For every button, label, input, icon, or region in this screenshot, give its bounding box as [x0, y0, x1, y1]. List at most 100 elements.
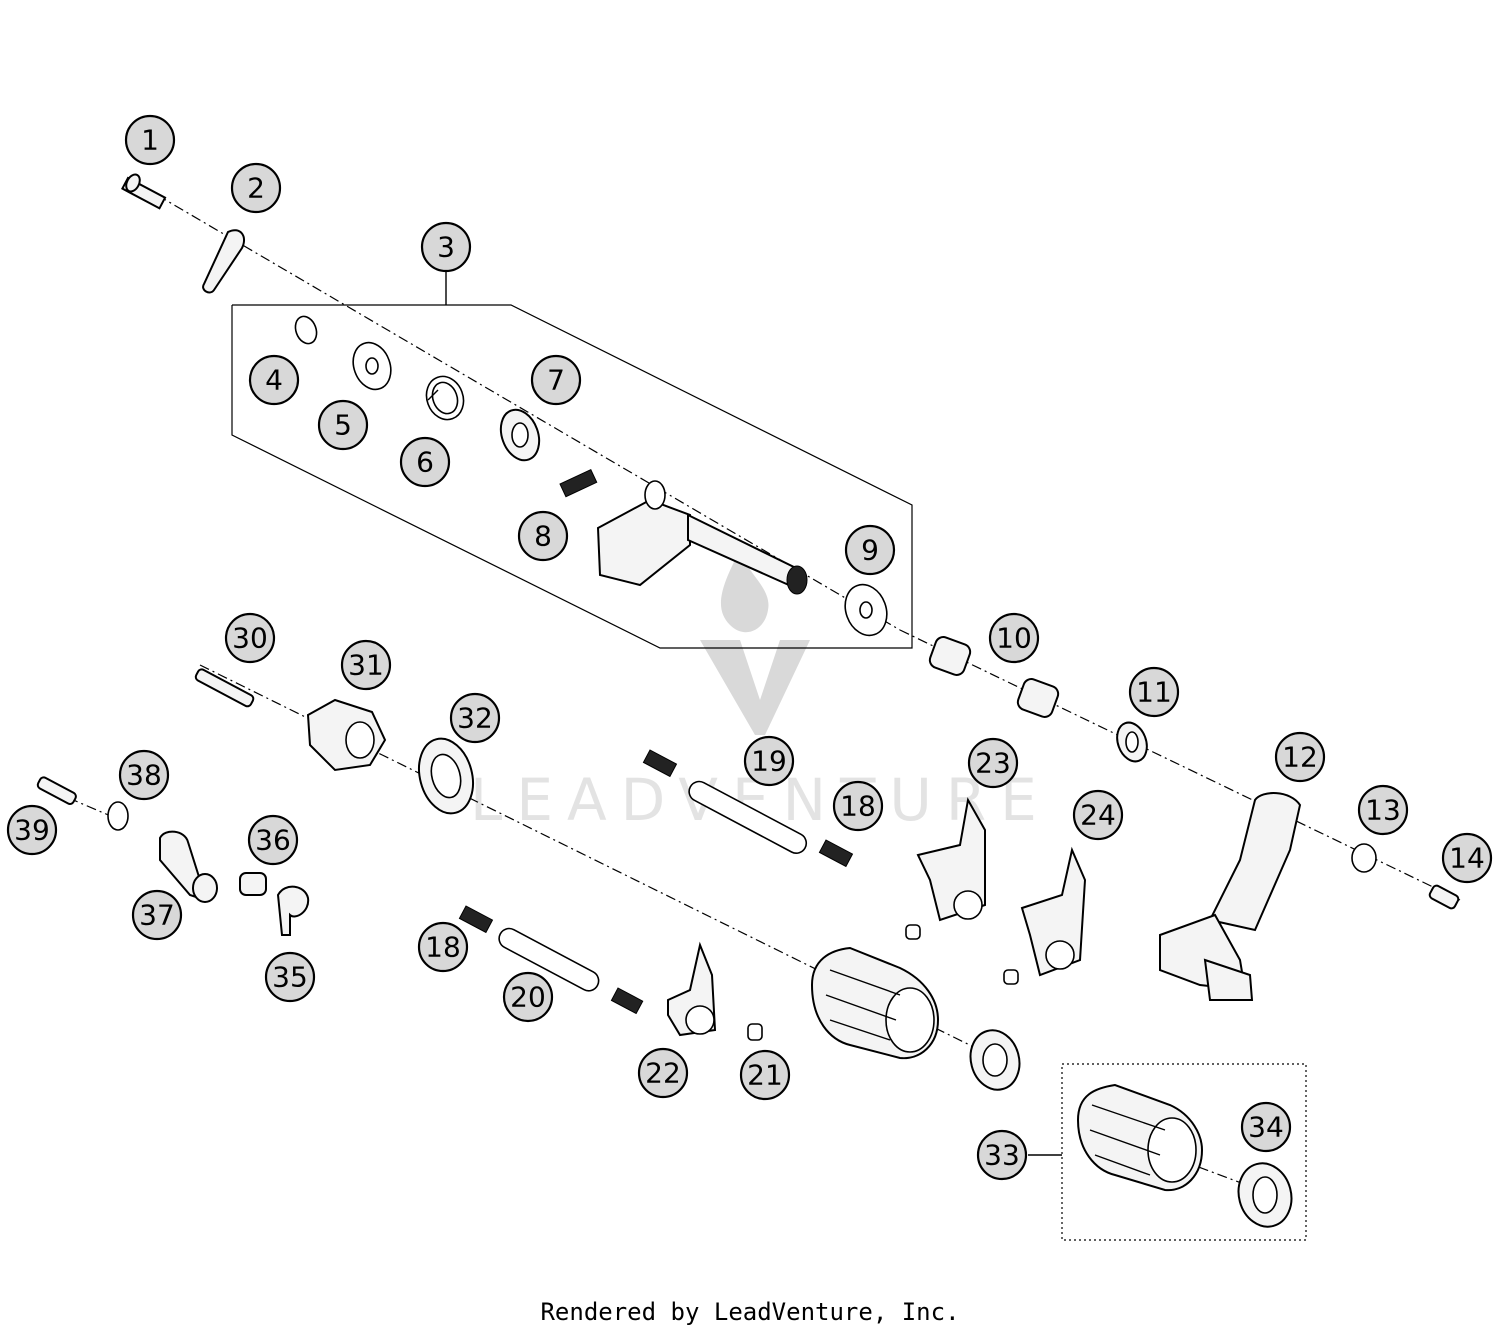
bolt-part-14	[1428, 884, 1460, 910]
shift-star-part-31	[306, 698, 387, 772]
callout-1: 1	[124, 114, 176, 166]
callout-label-33: 33	[984, 1139, 1020, 1172]
shift-fork-part-24	[1003, 846, 1087, 985]
group-box-3	[231, 304, 913, 649]
callout-12: 12	[1274, 731, 1326, 783]
shift-lever-axis	[899, 629, 1461, 901]
callout-label-3: 3	[437, 231, 455, 264]
callout-18-lower: 18	[417, 921, 469, 973]
shift-fork-part-23	[905, 797, 986, 940]
callout-label-19: 19	[751, 745, 787, 778]
callout-38: 38	[118, 749, 170, 801]
callout-3: 3	[420, 221, 472, 273]
callout-7: 7	[530, 354, 582, 406]
callout-label-10: 10	[996, 622, 1032, 655]
callout-19: 19	[743, 735, 795, 787]
bolt-part-39	[36, 776, 77, 805]
callout-label-32: 32	[457, 702, 493, 735]
callout-label-20: 20	[510, 981, 546, 1014]
callout-23: 23	[967, 737, 1019, 789]
callout-30: 30	[224, 612, 276, 664]
callout-label-2: 2	[247, 172, 265, 205]
callout-label-18-upper: 18	[840, 790, 876, 823]
callout-9: 9	[844, 524, 896, 576]
callout-31: 31	[340, 639, 392, 691]
spring-part-8	[559, 468, 598, 498]
callout-18-upper: 18	[832, 780, 884, 832]
callout-10: 10	[988, 612, 1040, 664]
callout-24: 24	[1072, 789, 1124, 841]
callout-4: 4	[248, 354, 300, 406]
washer-part-38	[107, 801, 129, 831]
seal-11-hole	[1125, 731, 1139, 753]
spring-lower-right	[610, 987, 644, 1015]
spring-part-18-right	[818, 839, 854, 868]
detent-roller	[192, 873, 218, 903]
callout-36: 36	[247, 814, 299, 866]
bushing-part-36	[239, 872, 267, 896]
bearing-34-inner	[1252, 1176, 1278, 1214]
callout-32: 32	[449, 692, 501, 744]
callout-33: 33	[976, 1129, 1028, 1181]
callout-label-30: 30	[232, 622, 268, 655]
callout-label-8: 8	[534, 520, 552, 553]
callout-label-34: 34	[1248, 1111, 1284, 1144]
bearing-32-inner	[430, 753, 462, 799]
callout-22: 22	[637, 1047, 689, 1099]
callout-label-23: 23	[975, 747, 1011, 780]
callout-label-1: 1	[141, 124, 159, 157]
callout-label-36: 36	[255, 824, 291, 857]
circlip-part-4	[294, 315, 318, 345]
callout-39: 39	[6, 804, 58, 856]
callout-label-31: 31	[348, 649, 384, 682]
drum-bearing-inner	[982, 1043, 1008, 1077]
callout-35: 35	[264, 951, 316, 1003]
callout-label-6: 6	[416, 446, 434, 479]
callout-label-11: 11	[1136, 676, 1172, 709]
shift-shaft-assembly	[596, 480, 808, 595]
callout-11: 11	[1128, 666, 1180, 718]
callout-label-14: 14	[1449, 842, 1485, 875]
callout-8: 8	[517, 510, 569, 562]
rendered-by-footer: Rendered by LeadVenture, Inc.	[540, 1298, 960, 1326]
shift-fork-part-22	[667, 941, 717, 1037]
callout-2: 2	[230, 162, 282, 214]
callout-label-35: 35	[272, 961, 308, 994]
spring-part-18-upper	[642, 749, 678, 778]
bushings-part-10	[928, 636, 1060, 718]
shift-shaft-axis	[139, 184, 901, 631]
callout-13: 13	[1357, 784, 1409, 836]
callout-label-13: 13	[1365, 794, 1401, 827]
fork-shaft-part-19	[688, 780, 808, 854]
callout-34: 34	[1240, 1101, 1292, 1153]
shift-drum	[810, 946, 940, 1060]
bolt-part-1	[121, 173, 167, 210]
spring-part-35	[276, 885, 310, 936]
spring-inner	[431, 381, 459, 415]
callout-label-7: 7	[547, 364, 565, 397]
callout-label-5: 5	[334, 409, 352, 442]
callout-label-39: 39	[14, 814, 50, 847]
callout-label-37: 37	[139, 899, 175, 932]
callout-14: 14	[1441, 832, 1493, 884]
washer-hole	[365, 357, 379, 375]
callout-label-21: 21	[747, 1059, 783, 1092]
callout-21: 21	[739, 1049, 791, 1101]
callout-37: 37	[131, 889, 183, 941]
callout-label-4: 4	[265, 364, 283, 397]
bolt-part-30	[194, 668, 255, 708]
callout-5: 5	[317, 399, 369, 451]
spring-part-18-lower	[458, 905, 494, 934]
callout-6: 6	[399, 436, 451, 488]
leader-6	[427, 389, 439, 401]
fork-shaft-part-20	[498, 927, 600, 992]
shift-lever-part-12	[1159, 792, 1302, 1001]
callout-label-12: 12	[1282, 741, 1318, 774]
callout-label-38: 38	[126, 759, 162, 792]
guide-plate-hole	[511, 422, 529, 448]
leadventure-watermark: LEADVENTURE	[470, 560, 1037, 834]
lever-part-2	[202, 229, 246, 294]
callout-20: 20	[502, 971, 554, 1023]
callout-label-9: 9	[861, 534, 879, 567]
